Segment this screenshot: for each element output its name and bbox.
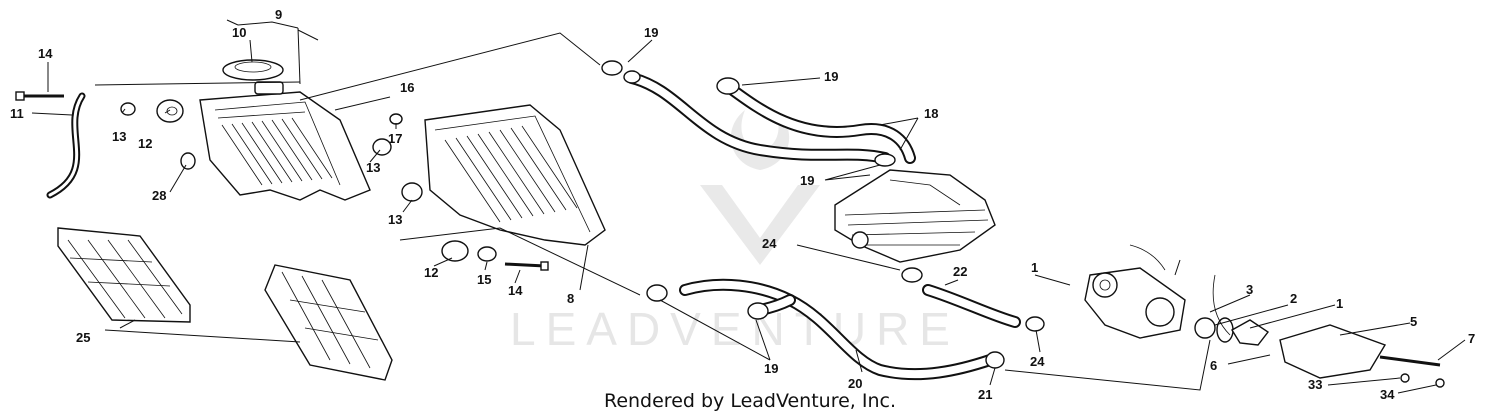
upper-hose-left <box>601 60 891 164</box>
callout-17: 17 <box>388 131 402 146</box>
callout-12: 12 <box>424 265 438 280</box>
callout-33: 33 <box>1308 377 1322 392</box>
callout-1: 1 <box>1031 260 1038 275</box>
callout-25: 25 <box>76 330 90 345</box>
callout-11: 11 <box>10 106 24 121</box>
callout-7: 7 <box>1468 331 1475 346</box>
radiator-guards <box>57 227 393 381</box>
callout-9: 9 <box>275 7 282 22</box>
callout-24: 24 <box>1030 354 1045 369</box>
callout-21: 21 <box>978 387 992 402</box>
bolt-14-top <box>15 91 64 101</box>
callout-13: 13 <box>388 212 402 227</box>
bypass-hose <box>901 267 1045 332</box>
washer-13 <box>120 99 423 202</box>
callout-20: 20 <box>848 376 862 391</box>
callout-1: 1 <box>1336 296 1343 311</box>
callout-16: 16 <box>400 80 414 95</box>
callout-13: 13 <box>366 160 380 175</box>
callout-8: 8 <box>567 291 574 306</box>
radiator-cap <box>222 59 284 81</box>
upper-hose-right <box>716 77 916 167</box>
watermark-text: LEADVENTURE <box>510 303 960 355</box>
callout-3: 3 <box>1246 282 1253 297</box>
callout-5: 5 <box>1410 314 1417 329</box>
leader-lines <box>31 19 1466 394</box>
callout-19: 19 <box>764 361 778 376</box>
overflow-tube <box>46 92 86 199</box>
callout-22: 22 <box>953 264 967 279</box>
callout-19: 19 <box>644 25 658 40</box>
callout-34: 34 <box>1380 387 1395 402</box>
callout-labels: 14 11 9 10 13 12 28 16 17 13 13 12 15 14… <box>10 7 1475 402</box>
callout-6: 6 <box>1210 358 1217 373</box>
callout-19: 19 <box>800 173 814 188</box>
water-pump-assembly <box>1084 244 1445 388</box>
callout-24: 24 <box>762 236 777 251</box>
callout-18: 18 <box>924 106 938 121</box>
callout-14: 14 <box>508 283 523 298</box>
engine-cylinder <box>834 169 996 263</box>
callout-12: 12 <box>138 136 152 151</box>
callout-15: 15 <box>477 272 491 287</box>
grommet-12-lower <box>441 240 549 271</box>
left-radiator <box>199 81 371 201</box>
callout-19: 19 <box>824 69 838 84</box>
lower-hose-left <box>646 278 1005 381</box>
credit-line: Rendered by LeadVenture, Inc. <box>603 390 897 412</box>
right-radiator <box>424 104 606 246</box>
callout-14: 14 <box>38 46 53 61</box>
callout-10: 10 <box>232 25 246 40</box>
callout-13: 13 <box>112 129 126 144</box>
callout-2: 2 <box>1290 291 1297 306</box>
callout-28: 28 <box>152 188 166 203</box>
